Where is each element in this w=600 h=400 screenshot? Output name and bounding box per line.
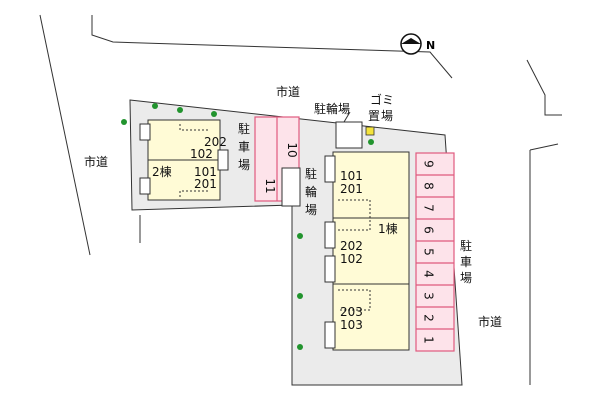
building-2-unit-102: 102 bbox=[190, 147, 213, 161]
tree bbox=[368, 139, 374, 145]
garbage-area-box bbox=[365, 126, 375, 136]
parking-slot-2: 2 bbox=[422, 314, 436, 322]
north-arrow-icon bbox=[401, 38, 421, 44]
building-2-stair-top bbox=[139, 123, 151, 141]
building-2-stair-right bbox=[217, 149, 229, 171]
parking-slot-3: 3 bbox=[422, 292, 436, 300]
building-1-unit-103: 103 bbox=[340, 318, 363, 332]
parking-left-char-2: 車 bbox=[238, 140, 250, 154]
bicycle-mid-char-3: 場 bbox=[305, 203, 317, 217]
tree bbox=[211, 111, 217, 117]
parking-slot-4: 4 bbox=[422, 270, 436, 278]
road-edge-right-top bbox=[526, 59, 562, 116]
parking-slot-1: 1 bbox=[422, 336, 436, 344]
parking-right-char-1: 駐 bbox=[460, 238, 472, 253]
parking-slot-6: 6 bbox=[422, 226, 436, 234]
parking-slot-11: 11 bbox=[263, 178, 277, 193]
building-1: 101 201 1棟 202 102 203 103 bbox=[324, 151, 410, 351]
building-1-name: 1棟 bbox=[378, 221, 398, 236]
tree bbox=[177, 107, 183, 113]
tree bbox=[152, 103, 158, 109]
bicycle-parking-top-label: 駐輪場 bbox=[314, 101, 350, 116]
road-label-top: 市道 bbox=[276, 84, 300, 99]
parking-right-char-3: 場 bbox=[460, 271, 472, 285]
bicycle-parking-mid-label: 駐 輪 場 bbox=[305, 166, 317, 217]
tree bbox=[297, 344, 303, 350]
building-2-balcony-bottom bbox=[179, 190, 208, 197]
bicycle-mid-char-2: 輪 bbox=[305, 184, 317, 199]
trees bbox=[121, 103, 374, 350]
building-2-unit-202: 202 bbox=[204, 135, 227, 149]
garbage-char-3: 置 bbox=[368, 109, 380, 123]
building-2-unit-201: 201 bbox=[194, 177, 217, 191]
parking-right-char-2: 車 bbox=[460, 255, 472, 269]
building-2-balcony-top bbox=[179, 124, 208, 131]
building-1-stair-1 bbox=[324, 155, 336, 183]
road-edge-left bbox=[39, 14, 91, 256]
bicycle-parking-mid-box bbox=[281, 167, 301, 207]
parking-right-label: 駐 車 場 bbox=[460, 238, 472, 285]
building-1-unit-101: 101 bbox=[340, 169, 363, 183]
tree bbox=[297, 293, 303, 299]
tree bbox=[297, 233, 303, 239]
road-lines bbox=[39, 14, 562, 385]
tree bbox=[121, 119, 127, 125]
building-1-stair-4 bbox=[324, 321, 336, 349]
parking-left-char-3: 場 bbox=[238, 158, 250, 172]
building-2-name: 2棟 bbox=[152, 164, 172, 179]
garbage-char-4: 場 bbox=[381, 109, 393, 123]
bicycle-mid-char-1: 駐 bbox=[305, 166, 317, 181]
parking-left-label: 駐 車 場 bbox=[238, 121, 250, 172]
bicycle-parking-top-box bbox=[335, 121, 363, 149]
building-2-stair-bottom bbox=[139, 177, 151, 195]
building-2: 202 102 2棟 101 201 bbox=[139, 119, 229, 201]
building-1-balcony-2 bbox=[338, 289, 371, 311]
road-edge-top bbox=[91, 15, 453, 79]
garbage-area-label: ゴ ミ 置 場 bbox=[368, 92, 394, 123]
parking-right: 9 8 7 6 5 4 3 2 1 bbox=[415, 152, 455, 352]
building-1-unit-203: 203 bbox=[340, 305, 363, 319]
garbage-char-1: ゴ bbox=[370, 92, 382, 107]
building-1-unit-102: 102 bbox=[340, 252, 363, 266]
parking-right-area bbox=[415, 152, 455, 352]
road-label-left: 市道 bbox=[84, 154, 108, 169]
building-1-body bbox=[332, 151, 410, 351]
building-1-balcony-1 bbox=[338, 199, 371, 231]
building-2-unit-101: 101 bbox=[194, 165, 217, 179]
road-edge-right-corner bbox=[529, 143, 559, 151]
parking-slot-7: 7 bbox=[422, 204, 436, 212]
parking-left-char-1: 駐 bbox=[238, 121, 250, 136]
building-1-unit-201: 201 bbox=[340, 182, 363, 196]
building-1-stair-3 bbox=[324, 255, 336, 283]
parking-slot-5: 5 bbox=[422, 248, 436, 256]
parking-slot-10: 10 bbox=[285, 142, 299, 157]
north-label: N bbox=[426, 39, 435, 52]
bicycle-parking-leader bbox=[343, 111, 351, 123]
road-label-right: 市道 bbox=[478, 314, 502, 329]
north-compass: N bbox=[400, 33, 435, 55]
parking-slot-9: 9 bbox=[422, 160, 436, 168]
garbage-char-2: ミ bbox=[382, 93, 394, 107]
building-1-unit-202: 202 bbox=[340, 239, 363, 253]
parking-slot-8: 8 bbox=[422, 182, 436, 190]
building-1-stair-2 bbox=[324, 221, 336, 249]
